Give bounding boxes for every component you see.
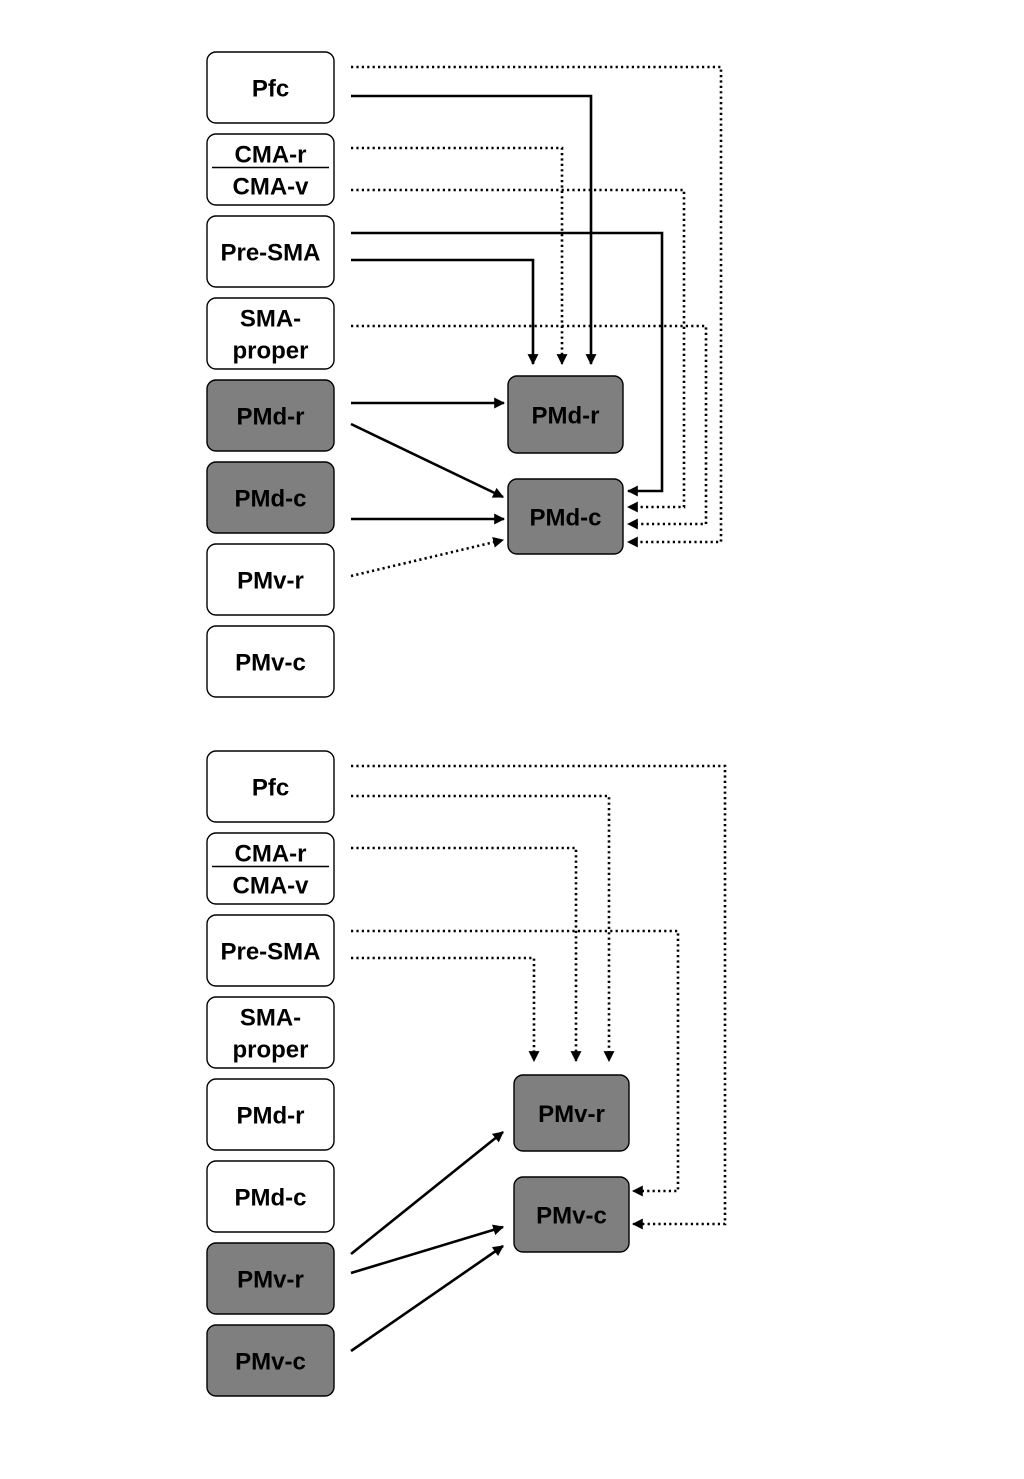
source-label: PMv-c: [235, 1349, 306, 1376]
source-box: [206, 215, 335, 288]
source-box: [206, 1078, 335, 1151]
edge-pre-sma-to-pmd-c-solid: [351, 231, 664, 497]
edge-pmv-r-to-pmd-c-dotted: [350, 536, 505, 578]
source-node-pmd-r: PMd-r: [206, 1078, 335, 1151]
source-box: [206, 461, 335, 534]
source-node-pfc: Pfc: [206, 51, 335, 124]
source-label: Pfc: [252, 775, 289, 802]
source-node-pmv-c: PMv-c: [206, 625, 335, 698]
target-box: [513, 1176, 630, 1253]
source-node-pmv-r: PMv-r: [206, 1242, 335, 1315]
source-box: [206, 1242, 335, 1315]
target-box: [513, 1074, 630, 1152]
source-label-line2: CMA-v: [233, 174, 310, 201]
nodes-layer: PfcCMA-rCMA-vPre-SMASMA-properPMd-rPMd-c…: [206, 51, 630, 1397]
edge-cma-r-to-pmd-r-dotted: [351, 146, 568, 366]
edge-pfc-to-pmd-c-dotted: [351, 65, 723, 548]
source-label-line2: proper: [232, 338, 308, 365]
source-node-pmv-c: PMv-c: [206, 1324, 335, 1397]
edge-pmd-c-to-pmv-r-solid: [350, 1130, 504, 1256]
source-box: [206, 133, 335, 206]
edge-pfc-to-pmv-c-dotted: [351, 764, 727, 1230]
source-box: [206, 51, 335, 124]
target-box: [507, 478, 624, 555]
source-box: [206, 914, 335, 987]
target-node-pmd-c: PMd-c: [507, 478, 624, 555]
edge-pre-sma-to-pmv-r-dotted: [351, 956, 540, 1063]
edge-pfc-to-pmv-r-dotted: [351, 794, 615, 1063]
source-label: Pre-SMA: [220, 939, 320, 966]
source-label-line2: CMA-v: [233, 873, 310, 900]
target-node-pmv-c: PMv-c: [513, 1176, 630, 1253]
edge-cma-v-to-pmd-c-dotted: [351, 188, 686, 513]
panel-top-edges: [350, 65, 723, 578]
edge-pre-sma-to-pmv-c-dotted: [351, 929, 680, 1197]
target-label: PMd-r: [532, 403, 600, 430]
edge-pfc-to-pmd-r-solid: [351, 94, 597, 366]
target-label: PMd-c: [530, 505, 602, 532]
source-node-pre-sma: Pre-SMA: [206, 914, 335, 987]
edge-sma-proper-to-pmd-c-dotted: [351, 324, 708, 530]
source-label: Pre-SMA: [220, 240, 320, 267]
source-node-sma-proper: SMA-proper: [206, 996, 335, 1069]
source-label: Pfc: [252, 76, 289, 103]
edge-cma-r-to-pmv-r-dotted: [351, 846, 582, 1063]
source-node-pmd-r: PMd-r: [206, 379, 335, 452]
source-label: PMd-r: [237, 404, 305, 431]
target-label: PMv-c: [536, 1203, 607, 1230]
source-box: [206, 750, 335, 823]
target-box: [507, 375, 624, 454]
target-label: PMv-r: [538, 1101, 605, 1128]
source-label-line2: proper: [232, 1037, 308, 1064]
source-box: [206, 379, 335, 452]
source-label: PMv-c: [235, 650, 306, 677]
target-node-pmd-r: PMd-r: [507, 375, 624, 454]
source-box: [206, 832, 335, 905]
source-label: SMA-: [240, 306, 301, 333]
edge-pmv-c-to-pmv-c-solid: [350, 1244, 504, 1353]
edge-pmv-r-to-pmv-c-solid: [350, 1224, 505, 1275]
edge-pre-sma-to-pmd-r-solid: [351, 258, 539, 366]
panel-bottom-edges: [350, 764, 727, 1353]
source-node-sma-proper: SMA-proper: [206, 297, 335, 370]
source-node-pmd-c: PMd-c: [206, 1160, 335, 1233]
source-label: CMA-r: [235, 142, 307, 169]
source-label: PMv-r: [237, 568, 304, 595]
source-box: [206, 625, 335, 698]
source-node-pmv-r: PMv-r: [206, 543, 335, 616]
source-box: [206, 543, 335, 616]
source-label: SMA-: [240, 1005, 301, 1032]
connections-layer: [350, 65, 727, 1353]
source-box: [206, 996, 335, 1069]
source-label: PMd-c: [235, 1185, 307, 1212]
source-node-pre-sma: Pre-SMA: [206, 215, 335, 288]
source-label: PMd-r: [237, 1103, 305, 1130]
target-node-pmv-r: PMv-r: [513, 1074, 630, 1152]
source-label: CMA-r: [235, 841, 307, 868]
source-box: [206, 297, 335, 370]
source-box: [206, 1324, 335, 1397]
edge-pmd-r-to-pmd-c-solid: [350, 422, 504, 499]
source-node-pfc: Pfc: [206, 750, 335, 823]
source-node-pmd-c: PMd-c: [206, 461, 335, 534]
source-label: PMv-r: [237, 1267, 304, 1294]
source-label: PMd-c: [235, 486, 307, 513]
source-box: [206, 1160, 335, 1233]
